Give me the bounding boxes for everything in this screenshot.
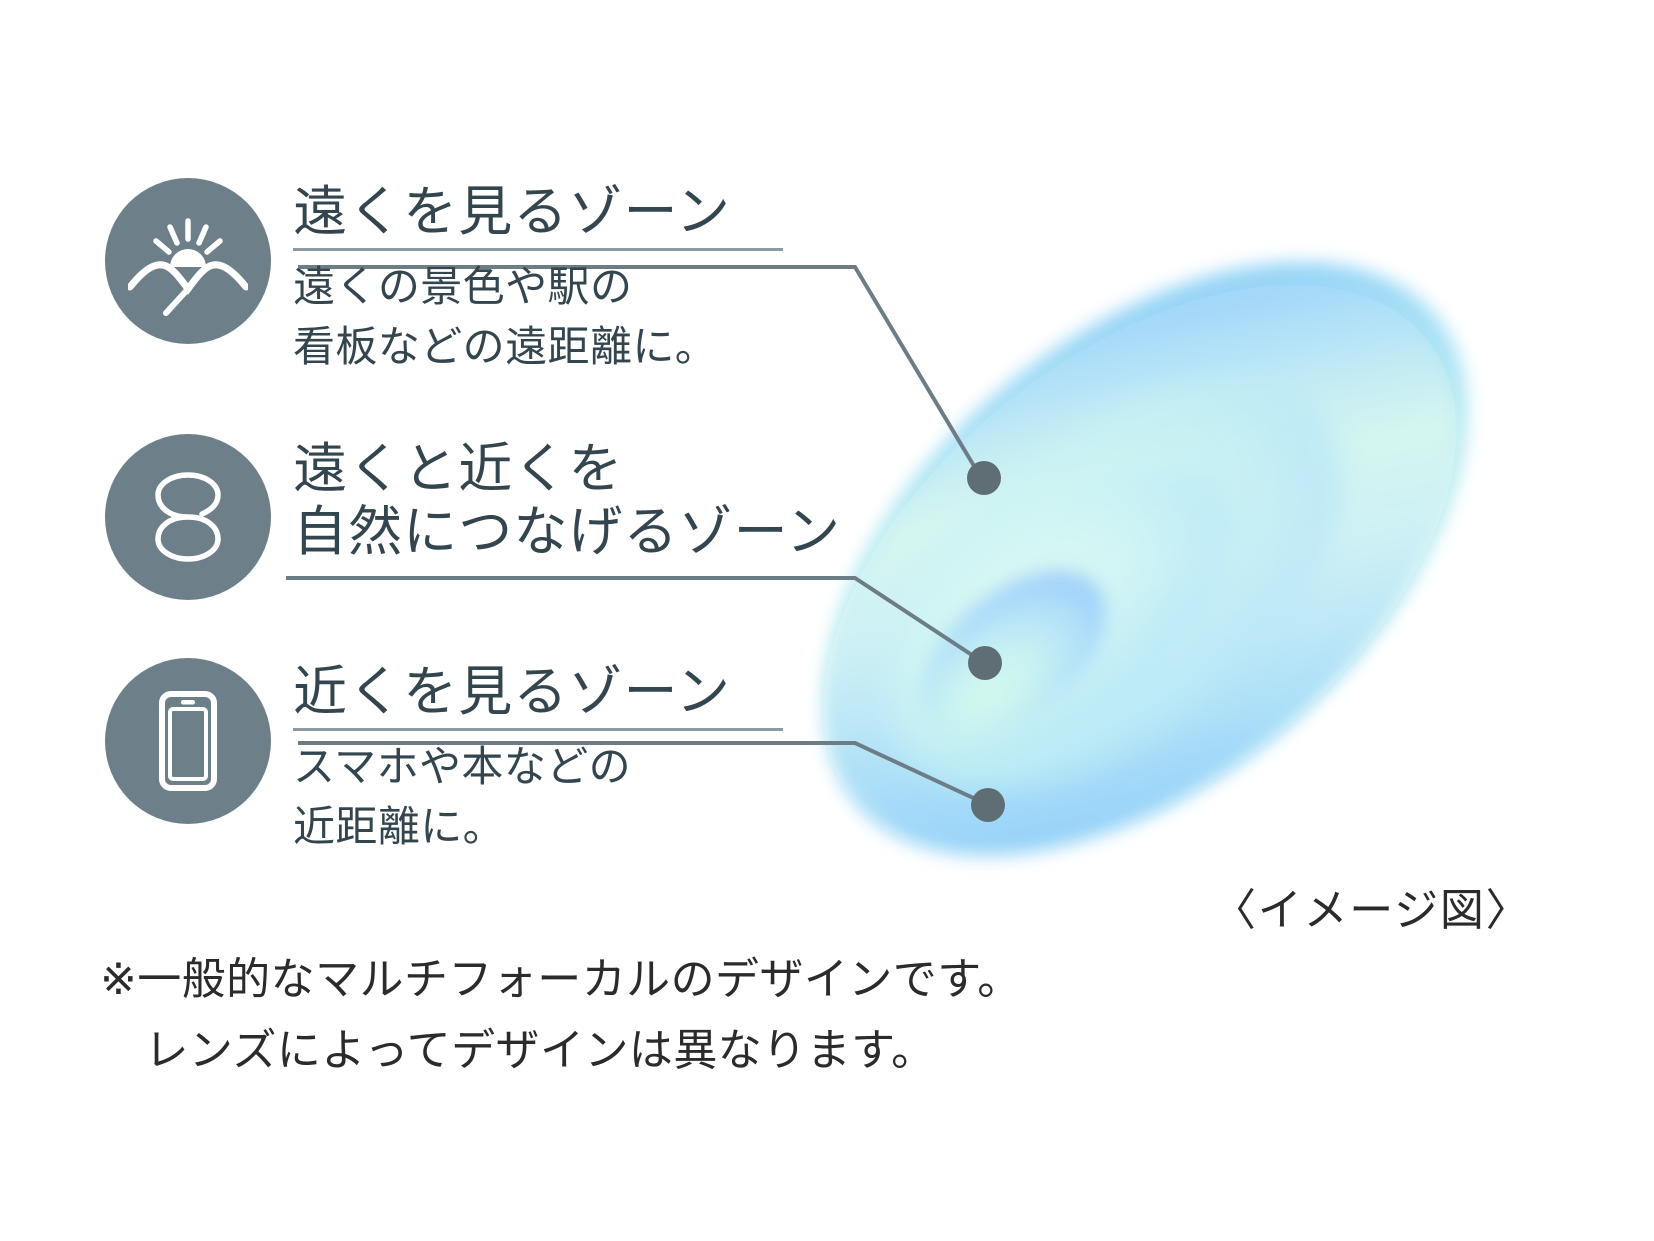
title-underline-far: [293, 248, 783, 252]
zone-title-mid-line2: 自然につなげるゾーン: [293, 502, 842, 563]
zone-title-near: 近くを見るゾーン: [293, 662, 731, 722]
zone-description-near: スマホや本などの 近距離に。: [293, 743, 632, 851]
image-reference-caption: 〈イメージ図〉: [1212, 886, 1532, 935]
infinity-icon: [105, 434, 271, 600]
lens-illustration: [780, 180, 1500, 960]
zone-entry-mid: 遠くと近くを 自然につなげるゾーン: [105, 434, 841, 600]
zone-entry-far: 遠くを見るゾーン 遠くの景色や駅の 看板などの遠距離に。: [105, 178, 783, 377]
zone-description-far: 遠くの景色や駅の 看板などの遠距離に。: [293, 263, 718, 371]
zone-entry-near: 近くを見るゾーン スマホや本などの 近距離に。: [105, 658, 783, 857]
zone-title-mid-line1: 遠くと近くを: [293, 439, 624, 499]
title-underline-near: [293, 728, 783, 732]
design-footnote: ※一般的なマルチフォーカルのデザインです。 レンズによってデザインは異なります。: [100, 955, 1022, 1076]
sunrise-mountain-icon: [105, 178, 271, 344]
smartphone-icon: [105, 658, 271, 824]
zone-title-far: 遠くを見るゾーン: [293, 182, 731, 242]
